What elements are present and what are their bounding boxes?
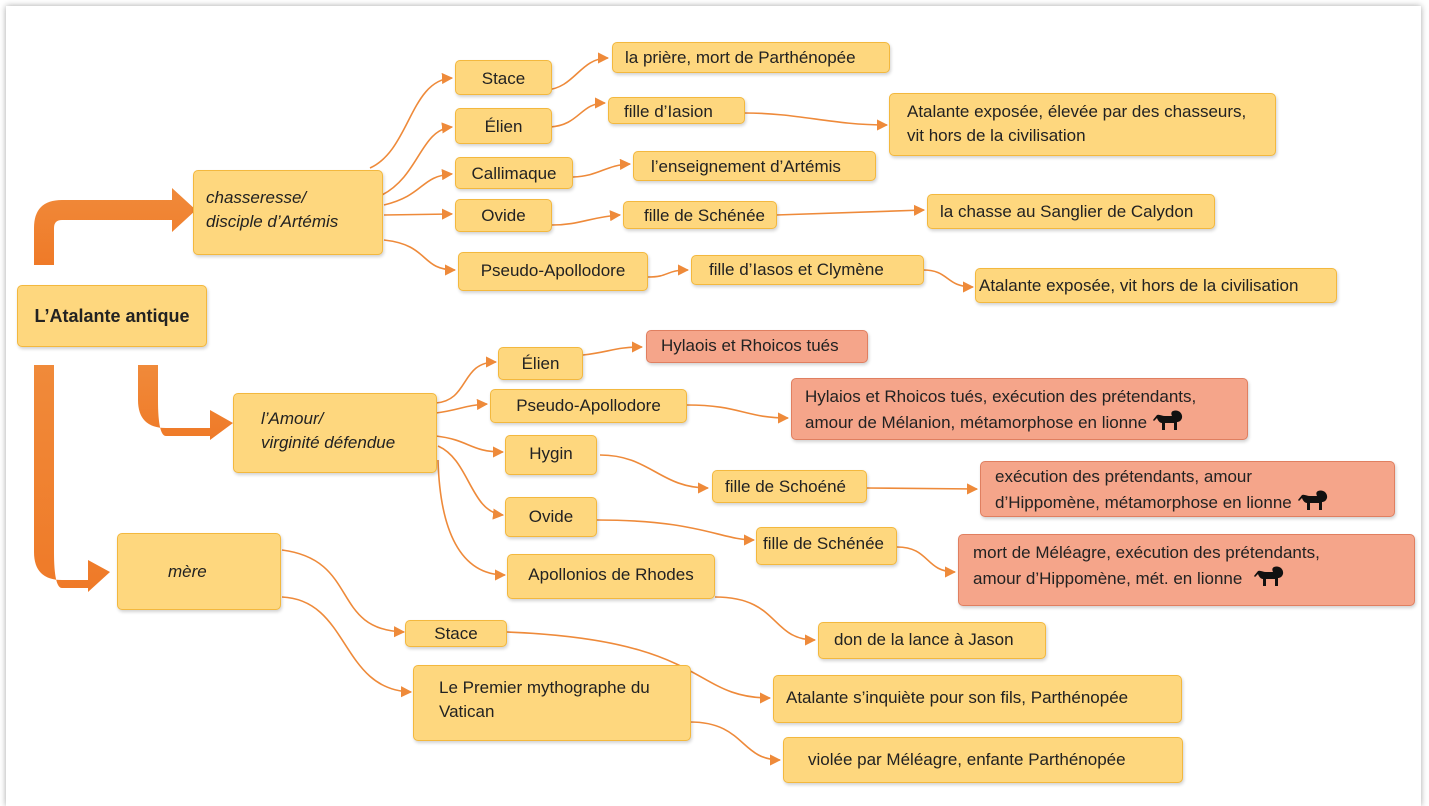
lion-icon xyxy=(1153,409,1185,438)
link-pseudo-fact2 xyxy=(922,269,975,293)
link-hunter-elien xyxy=(381,122,454,196)
link-mother-stace xyxy=(281,549,406,638)
link-love-elien-fact xyxy=(582,341,644,356)
root-node: L’Atalante antique xyxy=(17,285,207,347)
big-arrow-love xyxy=(138,365,233,440)
branch-love-line1: l’Amour/ xyxy=(261,409,324,428)
link-hunter-stace xyxy=(369,72,454,169)
link-love-hygin xyxy=(435,435,505,458)
hunter-source-elien: Élien xyxy=(455,108,552,144)
link-hunter-callimaque xyxy=(383,169,454,206)
mother-source-stace: Stace xyxy=(405,620,507,647)
mother-fact-stace: Atalante s’inquiète pour son fils, Parth… xyxy=(773,675,1182,723)
love-fact-pseudo-line1: Hylaios et Rhoicos tués, exécution des p… xyxy=(805,387,1197,406)
link-apollonios-fact xyxy=(714,596,817,646)
love-fact-ovide-2-line1: mort de Méléagre, exécution des prétenda… xyxy=(973,543,1320,562)
love-fact-pseudo-line2: amour de Mélanion, métamorphose en lionn… xyxy=(805,409,1235,438)
love-source-apollonios: Apollonios de Rhodes xyxy=(507,554,715,599)
hunter-source-ovide: Ovide xyxy=(455,199,552,232)
hunter-fact-ovide-2: la chasse au Sanglier de Calydon xyxy=(927,194,1215,229)
branch-hunter-line2: disciple d’Artémis xyxy=(206,212,339,231)
love-fact-hygin-2: exécution des prétendants, amour d’Hippo… xyxy=(980,461,1395,517)
love-fact-hygin-2-line1: exécution des prétendants, amour xyxy=(995,467,1253,486)
love-fact-ovide-2: mort de Méléagre, exécution des prétenda… xyxy=(958,534,1415,606)
hunter-fact-elien-1: fille d’Iasion xyxy=(608,97,745,124)
love-source-pseudo: Pseudo-Apollodore xyxy=(490,389,687,423)
branch-hunter-line1: chasseresse/ xyxy=(206,188,307,207)
link-love-ovide-fact1 xyxy=(596,519,756,546)
branch-love-line2: virginité défendue xyxy=(261,433,396,452)
love-fact-hygin-1: fille de Schoéné xyxy=(712,470,867,503)
hunter-fact-stace: la prière, mort de Parthénopée xyxy=(612,42,890,73)
love-source-hygin: Hygin xyxy=(505,435,597,475)
hunter-fact-elien-2-line1: Atalante exposée, élevée par des chasseu… xyxy=(907,102,1247,121)
link-elien-fact2 xyxy=(743,112,889,131)
link-hunter-ovide xyxy=(383,208,454,220)
link-love-apollonios xyxy=(437,459,507,581)
love-source-ovide: Ovide xyxy=(505,497,597,537)
love-fact-ovide-1: fille de Schénée xyxy=(756,527,897,565)
link-love-ovide-fact2 xyxy=(896,546,957,578)
branch-love: l’Amour/ virginité défendue xyxy=(233,393,437,473)
hunter-fact-pseudo-2: Atalante exposée, vit hors de la civilis… xyxy=(975,268,1337,303)
link-hygin-fact1 xyxy=(599,454,710,494)
hunter-fact-callimaque: l’enseignement d’Artémis xyxy=(633,151,876,181)
hunter-source-pseudo: Pseudo-Apollodore xyxy=(458,252,648,291)
link-mother-vatican xyxy=(281,596,413,698)
hunter-source-stace: Stace xyxy=(455,60,552,95)
link-love-pseudo-fact xyxy=(686,404,790,424)
link-stace-fact xyxy=(545,52,610,91)
love-fact-hygin-2-line2: d’Hippomène, métamorphose en lionne xyxy=(995,489,1382,518)
love-fact-pseudo: Hylaios et Rhoicos tués, exécution des p… xyxy=(791,378,1248,440)
link-calli-fact xyxy=(572,158,632,178)
link-ovide-fact1 xyxy=(551,210,622,226)
link-hygin-fact2 xyxy=(865,483,979,495)
love-source-elien: Élien xyxy=(498,347,583,380)
link-hunter-pseudo xyxy=(383,239,457,276)
lion-icon xyxy=(1297,489,1330,518)
branch-hunter: chasseresse/ disciple d’Artémis xyxy=(193,170,383,255)
link-pseudo-fact1 xyxy=(647,264,690,278)
link-elien-fact1 xyxy=(549,97,607,128)
big-arrow-hunter xyxy=(34,188,196,265)
link-love-pseudo xyxy=(435,398,489,414)
branch-mother: mère xyxy=(117,533,281,610)
link-love-elien xyxy=(435,356,498,404)
link-love-ovide xyxy=(437,445,505,520)
love-fact-ovide-2-line2: amour d’Hippomène, mét. en lionne xyxy=(973,565,1402,594)
hunter-source-callimaque: Callimaque xyxy=(455,157,573,189)
hunter-fact-elien-2: Atalante exposée, élevée par des chasseu… xyxy=(889,93,1276,156)
mother-fact-vatican: violée par Méléagre, enfante Parthénopée xyxy=(783,737,1183,783)
connector-layer xyxy=(34,52,979,766)
link-ovide-fact2 xyxy=(775,204,926,216)
mother-source-vatican: Le Premier mythographe du Vatican xyxy=(413,665,691,741)
love-fact-apollonios: don de la lance à Jason xyxy=(818,622,1046,659)
mother-source-vatican-line2: Vatican xyxy=(439,702,495,721)
hunter-fact-pseudo-1: fille d’Iasos et Clymène xyxy=(691,255,924,285)
link-vatican-fact xyxy=(689,721,782,766)
lion-icon xyxy=(1254,565,1286,594)
hunter-fact-elien-2-line2: vit hors de la civilisation xyxy=(907,126,1086,145)
mother-source-vatican-line1: Le Premier mythographe du xyxy=(439,678,650,697)
hunter-fact-ovide-1: fille de Schénée xyxy=(623,201,777,229)
big-arrow-mother xyxy=(34,365,110,592)
love-fact-elien: Hylaois et Rhoicos tués xyxy=(646,330,868,363)
